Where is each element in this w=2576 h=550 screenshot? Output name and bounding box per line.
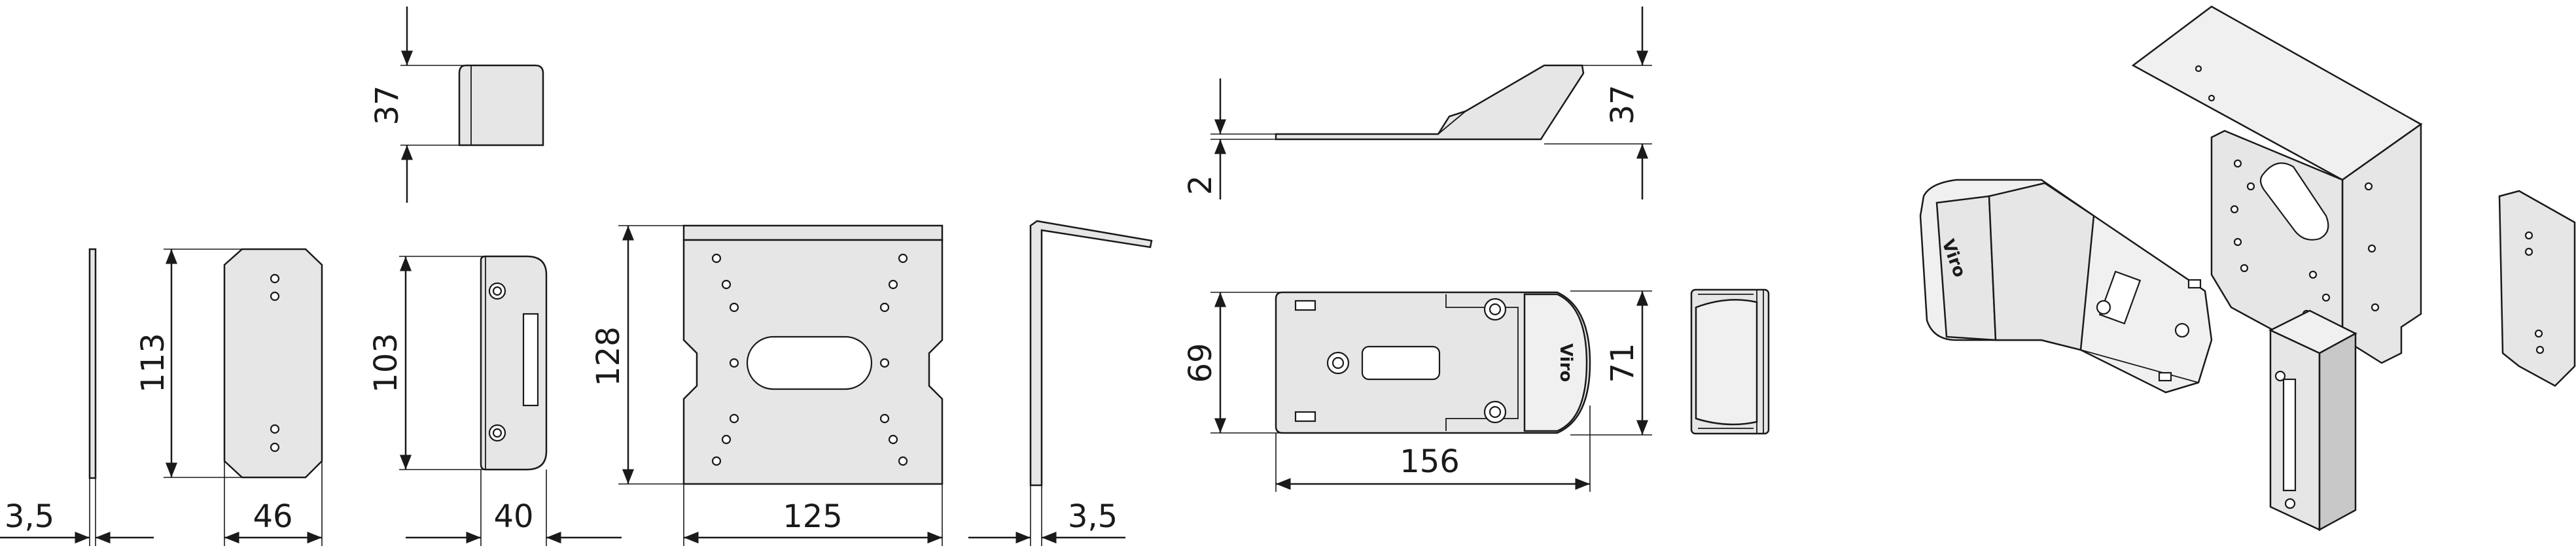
baseplate-view: 128 125: [590, 224, 944, 546]
keeper-top-view: Viro 69 71 156: [1182, 290, 1652, 492]
dim-striker-height: 103: [368, 333, 404, 393]
keeper-end-view: [1690, 288, 1770, 435]
side-plate-iso: [2498, 190, 2576, 387]
keeper-slot: [1361, 345, 1441, 381]
baseplate-slot: [746, 335, 873, 390]
dim-baseplate-width: 125: [783, 498, 843, 535]
isometric-assembly: Viro: [1919, 5, 2576, 532]
bracket-profile: [1029, 220, 1153, 487]
keeper-profile: [1275, 64, 1585, 141]
dim-keeper-height: 37: [1604, 84, 1641, 124]
side-plate-edge: [88, 248, 97, 479]
striker-view: 103 40: [368, 255, 622, 546]
dim-baseplate-height: 128: [590, 326, 627, 387]
cap-view: 37: [369, 7, 544, 203]
bracket-side-view: 3,5: [968, 220, 1153, 546]
dim-sideplate-width: 46: [253, 498, 292, 535]
keeper-side-view: 2 37: [1182, 7, 1652, 199]
dim-keeper-thickness: 2: [1182, 175, 1219, 196]
dim-sideplate-thickness: 3,5: [5, 498, 54, 535]
dim-cap-height: 37: [369, 85, 406, 125]
dim-striker-width: 40: [493, 498, 533, 535]
dim-sideplate-height: 113: [135, 333, 171, 393]
dim-keeper-length: 156: [1400, 443, 1460, 480]
side-plate-face: [223, 248, 323, 479]
side-plate-view: 113 46 3,5: [0, 248, 323, 546]
cap-shape: [458, 64, 544, 146]
viro-logo: Viro: [1556, 343, 1576, 382]
dim-keeper-top-height: 69: [1182, 343, 1219, 383]
dim-bracket-thickness: 3,5: [1068, 498, 1118, 535]
dim-keeper-side-height: 71: [1604, 343, 1641, 383]
baseplate-flange: [682, 224, 944, 241]
